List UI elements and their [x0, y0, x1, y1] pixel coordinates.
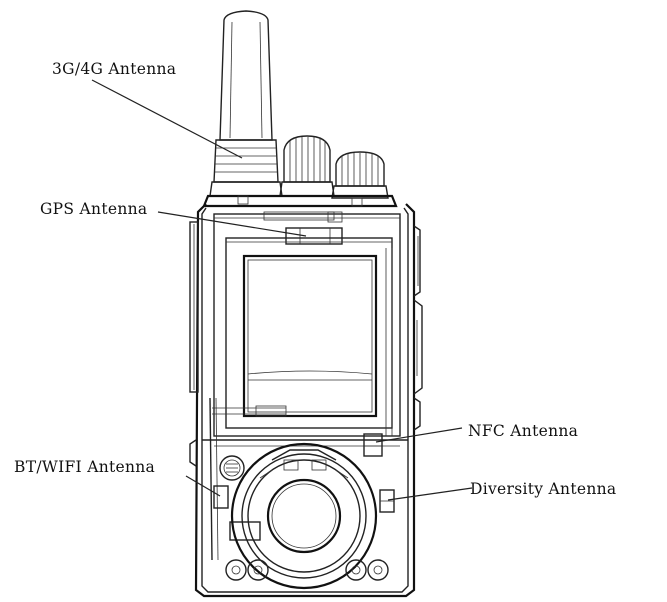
knob-left: [279, 135, 335, 197]
leader-3g4g: [91, 79, 243, 159]
top-cap: [202, 194, 398, 208]
speaker: [230, 442, 378, 590]
label-3g4g-antenna: 3G/4G Antenna: [52, 60, 176, 78]
device-body: [189, 203, 423, 598]
leader-diversity: [387, 487, 473, 501]
knob-right: [331, 151, 389, 199]
label-diversity-antenna: Diversity Antenna: [470, 480, 616, 498]
leader-bt-wifi: [185, 475, 221, 497]
leader-gps: [157, 211, 307, 237]
lower-section: [202, 397, 408, 561]
label-gps-antenna: GPS Antenna: [40, 200, 147, 218]
leader-nfc: [375, 427, 463, 443]
label-nfc-antenna: NFC Antenna: [468, 422, 578, 440]
leader-lines: [91, 79, 473, 501]
screws: [225, 559, 389, 581]
inner-frame: [212, 211, 401, 437]
label-bt-wifi-antenna: BT/WIFI Antenna: [14, 458, 155, 476]
antenna-3g4g-part: [209, 10, 283, 197]
